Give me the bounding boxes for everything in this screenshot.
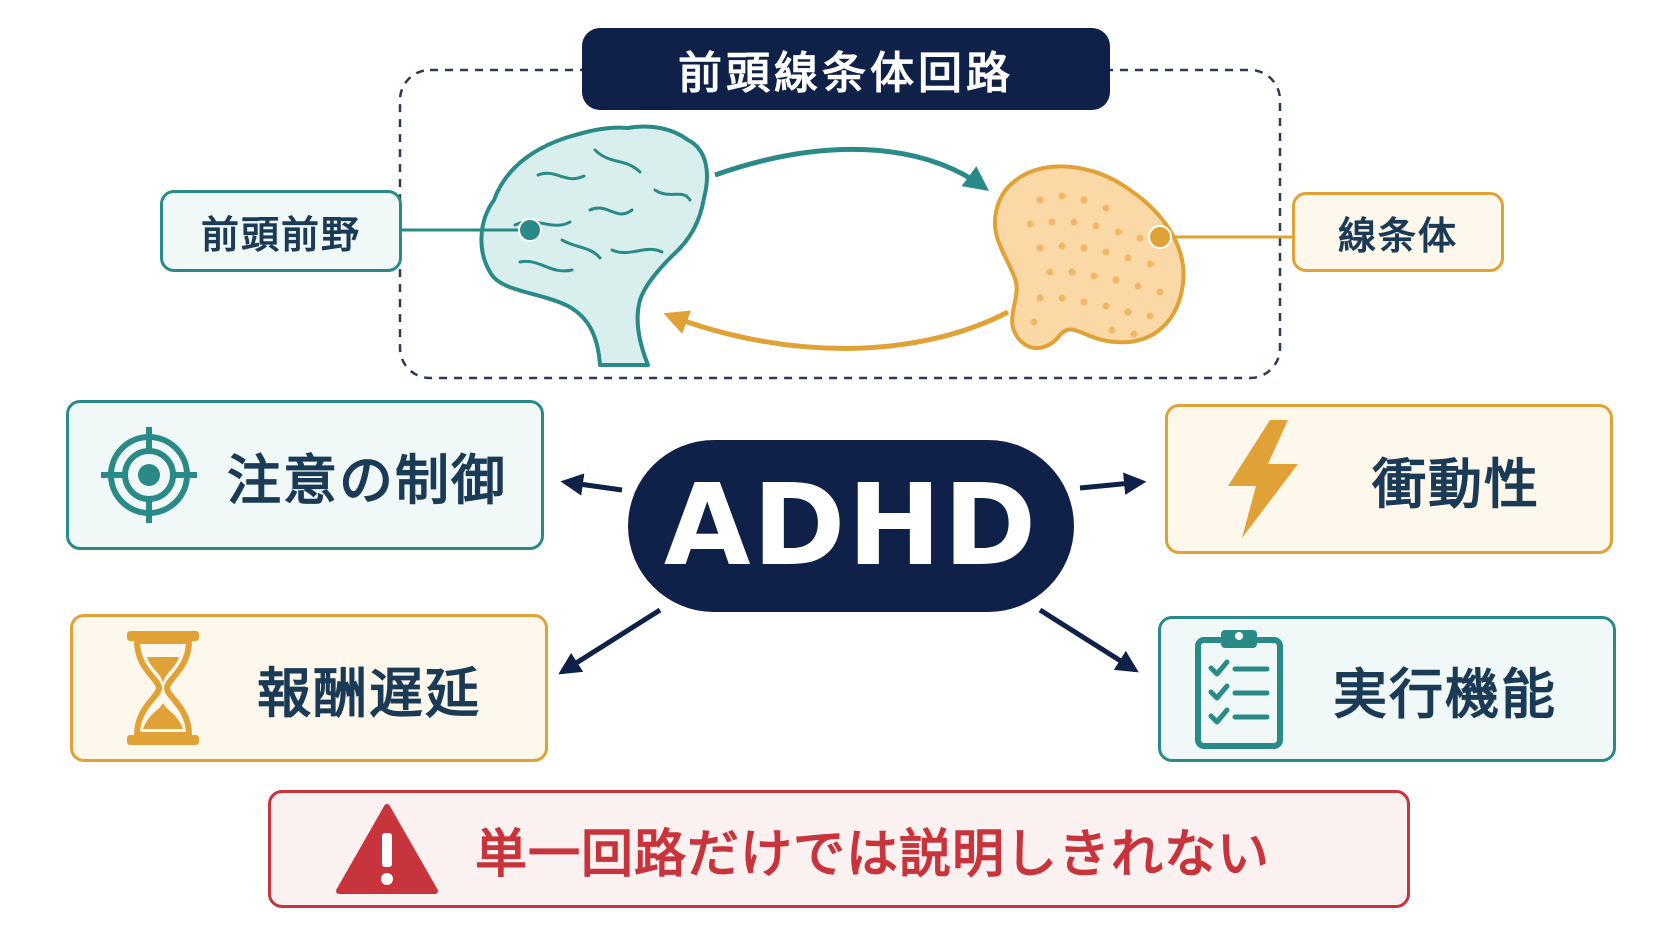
prefrontal-pin [518,218,542,242]
arrow-to-prefrontal [663,309,1010,351]
prefrontal-label-text: 前頭前野 [200,212,361,257]
reward-delay-box: 報酬遅延 [70,614,548,762]
circuit-title: 前頭線条体回路 [582,28,1110,110]
arrow-to-striatum [714,146,990,191]
adhd-center: ADHD [628,440,1074,612]
target-icon [101,427,197,523]
prefrontal-label: 前頭前野 [160,190,402,272]
striatum-icon [992,164,1186,350]
brain-icon [479,124,709,367]
lightning-icon [1228,420,1298,538]
warning-banner: 単一回路だけでは説明しきれない [268,790,1410,908]
impulsivity-label: 衝動性 [1372,452,1540,516]
hourglass-icon [127,631,199,745]
clipboard-checklist-icon [1195,630,1283,749]
warning-triangle-icon [336,804,438,894]
attention-label: 注意の制御 [227,448,507,512]
striatum-label-text: 線条体 [1337,213,1458,258]
executive-box: 実行機能 [1158,616,1616,762]
arrow-to-attention [560,473,623,496]
arrow-to-executive [1038,607,1139,673]
striatum-label: 線条体 [1292,192,1504,272]
attention-box: 注意の制御 [66,400,544,550]
executive-label: 実行機能 [1333,662,1557,726]
arrow-to-reward-delay [558,607,662,675]
arrow-to-impulsivity [1079,472,1147,495]
striatum-pin [1148,225,1172,249]
warning-text: 単一回路だけでは説明しきれない [475,824,1271,885]
reward-delay-label: 報酬遅延 [257,661,481,725]
impulsivity-box: 衝動性 [1165,404,1613,554]
